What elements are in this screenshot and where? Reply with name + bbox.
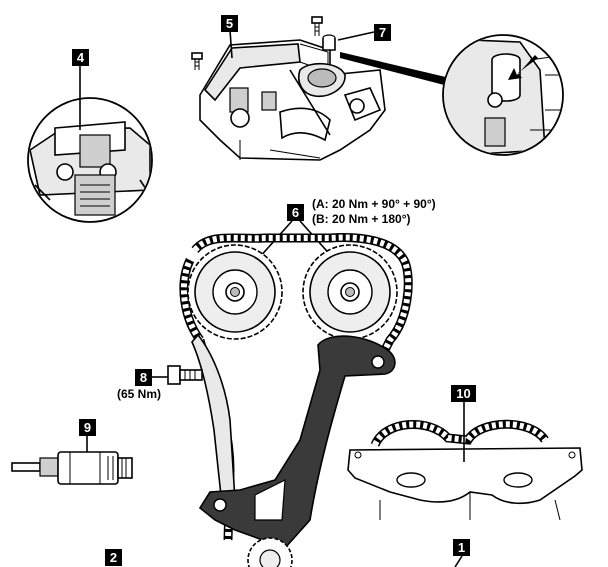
cylinder-head-top [199, 39, 386, 161]
torque-spec-tensioner: (65 Nm) [117, 387, 161, 401]
callout-7: 7 [374, 24, 391, 41]
callout-5: 5 [221, 15, 238, 32]
guide-rail [198, 335, 396, 549]
svg-text:8: 8 [140, 370, 147, 385]
bolt-left [191, 52, 203, 70]
callout-1: 1 [453, 539, 470, 556]
detail-circle-left [27, 97, 153, 223]
leader-7 [337, 31, 375, 41]
camshaft-bearing-bridge [347, 419, 583, 521]
svg-text:5: 5 [226, 16, 233, 31]
svg-text:7: 7 [379, 25, 386, 40]
bolt-rear-dowel [322, 34, 336, 51]
torque-spec-b: (B: 20 Nm + 180°) [312, 212, 411, 226]
camshaft-sprocket-right [302, 244, 398, 340]
detail-circle-right [442, 34, 564, 156]
svg-text:6: 6 [292, 205, 299, 220]
leader-5 [229, 29, 233, 59]
svg-text:9: 9 [84, 420, 91, 435]
callout-8: 8 [135, 369, 152, 386]
tensioner-rail [191, 333, 236, 507]
svg-text:1: 1 [458, 540, 465, 555]
svg-text:4: 4 [77, 50, 85, 65]
callout-2: 2 [105, 549, 122, 566]
callout-10: 10 [451, 385, 476, 402]
tensioner-bolt [167, 365, 203, 385]
svg-text:10: 10 [456, 386, 470, 401]
leader-1 [454, 555, 463, 567]
magnify-wedge [340, 52, 450, 86]
svg-text:2: 2 [110, 550, 117, 565]
bolt-right [311, 16, 323, 36]
camshaft-sprocket-left [187, 244, 283, 340]
callout-4: 4 [72, 49, 89, 66]
special-tool [11, 451, 133, 485]
crankshaft-sprocket [247, 537, 293, 567]
torque-spec-a: (A: 20 Nm + 90° + 90°) [312, 197, 436, 211]
callout-6: 6 [287, 204, 304, 221]
callout-9: 9 [79, 419, 96, 436]
